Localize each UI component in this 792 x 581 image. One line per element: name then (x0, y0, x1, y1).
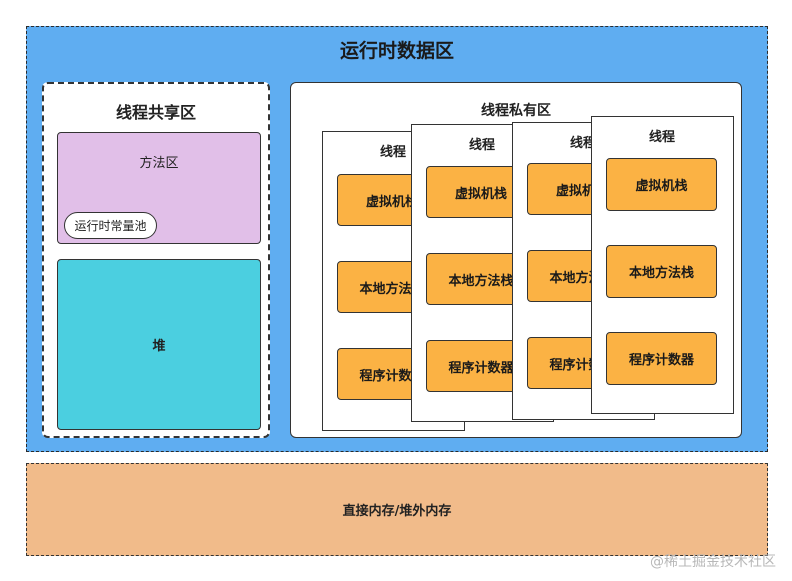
off-heap-memory: 直接内存/堆外内存 (26, 463, 768, 556)
vm-stack: 虚拟机栈 (606, 158, 717, 211)
runtime-data-area-title: 运行时数据区 (339, 40, 454, 62)
thread-label: 线程 (649, 130, 676, 145)
watermark: @稀土掘金技术社区 (650, 554, 776, 570)
thread-label: 线程 (380, 145, 407, 160)
heap: 堆 (57, 259, 261, 430)
thread-shared-area-title: 线程共享区 (115, 103, 196, 122)
native-method-stack: 本地方法栈 (606, 245, 717, 298)
program-counter: 程序计数器 (606, 332, 717, 385)
thread-label: 线程 (570, 136, 597, 151)
method-area-label: 方法区 (139, 156, 179, 171)
thread-private-area-title: 线程私有区 (481, 103, 551, 119)
runtime-constant-pool: 运行时常量池 (64, 212, 157, 239)
thread-label: 线程 (469, 138, 496, 153)
